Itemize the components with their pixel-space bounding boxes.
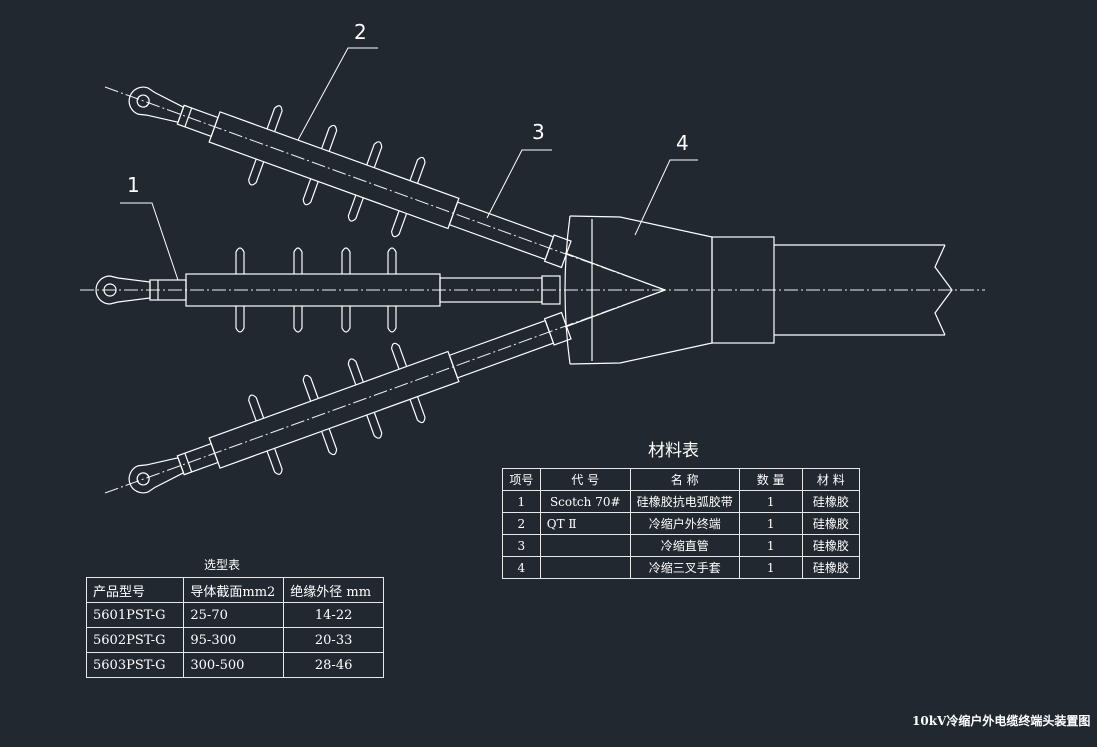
selection-table: 产品型号 导体截面mm2 绝缘外径 mm 5601PST-G 25-70 14-… (85, 577, 384, 678)
rain-shed (341, 247, 351, 274)
table-cell: 28-46 (283, 652, 384, 678)
selection-table-title: 选型表 (204, 558, 241, 572)
middle-phase-arm (95, 247, 561, 333)
rain-shed (321, 428, 338, 456)
rain-shed (387, 306, 397, 333)
lower-phase-arm (128, 311, 572, 494)
table-cell: 1 (738, 556, 803, 579)
rain-shed (341, 306, 351, 333)
table-cell: 5603PST-G (85, 652, 185, 678)
table-row: 5602PST-G 95-300 20-33 (85, 627, 384, 653)
header-cell: 数 量 (738, 468, 803, 491)
header-cell: 导体截面mm2 (183, 577, 285, 603)
terminal-lug (128, 86, 185, 123)
rain-shed (235, 306, 245, 333)
selection-table-header-row: 产品型号 导体截面mm2 绝缘外径 mm (85, 577, 384, 603)
table-cell: 1 (738, 534, 803, 557)
table-cell: 1 (738, 490, 803, 513)
table-cell: 5602PST-G (85, 627, 185, 653)
table-cell: 硅橡胶抗电弧胶带 (629, 490, 740, 513)
tube-end-cap (541, 275, 561, 305)
table-cell: Scotch 70# (539, 490, 631, 513)
table-cell: 14-22 (283, 602, 384, 628)
table-row: 5603PST-G 300-500 28-46 (85, 652, 384, 678)
rain-shed (347, 194, 364, 222)
rain-shed (366, 141, 383, 168)
barrel-band (184, 107, 193, 128)
table-cell (539, 556, 631, 579)
rain-shed (390, 342, 408, 370)
rain-shed (293, 247, 303, 274)
callout-4: 4 (676, 131, 689, 155)
rain-shed (266, 448, 283, 475)
header-cell: 项号 (502, 468, 541, 491)
callout-3: 3 (532, 120, 545, 144)
callout-1: 1 (127, 173, 140, 197)
breakout-glove (564, 215, 953, 365)
rain-shed (409, 396, 426, 424)
table-cell: 冷缩直管 (629, 534, 740, 557)
rain-shed (321, 124, 338, 152)
rain-shed (293, 306, 303, 333)
rain-shed (347, 358, 364, 386)
header-cell: 绝缘外径 mm (283, 577, 384, 603)
table-cell: 硅橡胶 (801, 534, 861, 557)
tube-end-cap (543, 234, 572, 269)
rain-shed (266, 105, 283, 132)
table-cell: 2 (502, 512, 541, 535)
rain-shed (248, 158, 265, 186)
leader-lines (120, 47, 698, 281)
rain-shed (366, 412, 383, 439)
drawing-title: 10kV冷缩户外电缆终端头装置图 (912, 714, 1091, 728)
table-cell: 1 (502, 490, 541, 513)
terminal-lug (95, 275, 151, 305)
table-cell: QT Ⅱ (539, 512, 631, 535)
lug-bolt-hole (136, 94, 150, 108)
rain-shed (390, 210, 408, 238)
rain-shed (302, 374, 319, 402)
table-row: 5601PST-G 25-70 14-22 (85, 602, 384, 628)
table-cell: 25-70 (183, 602, 285, 628)
table-cell: 1 (738, 512, 803, 535)
rain-shed (302, 178, 319, 206)
table-row: 4 冷缩三叉手套 1 硅橡胶 (502, 556, 861, 579)
table-row: 3 冷缩直管 1 硅橡胶 (502, 534, 861, 557)
table-cell: 3 (502, 534, 541, 557)
table-cell (539, 534, 631, 557)
table-row: 1 Scotch 70# 硅橡胶抗电弧胶带 1 硅橡胶 (502, 490, 861, 513)
table-cell: 4 (502, 556, 541, 579)
lug-bolt-hole (103, 283, 117, 297)
barrel-band (184, 452, 193, 473)
table-cell: 冷缩户外终端 (629, 512, 740, 535)
callout-2: 2 (354, 20, 367, 44)
lug-bolt-hole (136, 472, 150, 486)
table-cell: 硅橡胶 (801, 512, 861, 535)
tube-end-cap (543, 311, 572, 346)
table-cell: 硅橡胶 (801, 490, 861, 513)
table-cell: 冷缩三叉手套 (629, 556, 740, 579)
table-cell: 硅橡胶 (801, 556, 861, 579)
table-cell: 5601PST-G (85, 602, 185, 628)
table-cell: 20-33 (283, 627, 384, 653)
rain-shed (409, 156, 426, 184)
upper-phase-arm (128, 86, 572, 269)
material-table-title: 材料表 (648, 441, 699, 461)
rain-shed (235, 247, 245, 274)
header-cell: 产品型号 (85, 577, 185, 603)
table-cell: 95-300 (183, 627, 285, 653)
material-table-header-row: 项号 代 号 名 称 数 量 材 料 (502, 468, 861, 491)
rain-shed (387, 247, 397, 274)
header-cell: 名 称 (629, 468, 740, 491)
table-row: 2 QT Ⅱ 冷缩户外终端 1 硅橡胶 (502, 512, 861, 535)
header-cell: 材 料 (801, 468, 861, 491)
rain-shed (248, 394, 265, 422)
terminal-lug (128, 457, 185, 494)
table-cell: 300-500 (183, 652, 285, 678)
material-table: 项号 代 号 名 称 数 量 材 料 1 Scotch 70# 硅橡胶抗电弧胶带… (502, 468, 861, 579)
header-cell: 代 号 (539, 468, 631, 491)
center-lines (80, 86, 985, 494)
